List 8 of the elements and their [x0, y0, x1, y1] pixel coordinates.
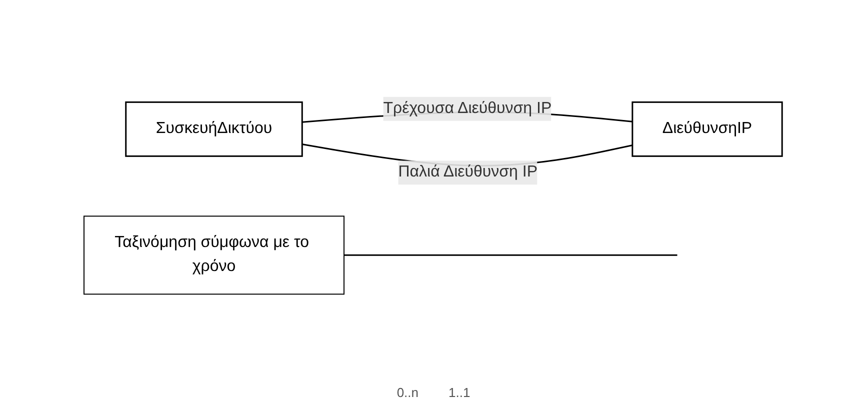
- node-box: ΔιεύθυνσηIP: [632, 101, 784, 157]
- connector: [344, 254, 678, 256]
- edge-label: Τρέχουσα Διεύθυνση IP: [384, 100, 552, 117]
- multiplicity-label: 1..1: [448, 385, 470, 400]
- node-box: ΣυσκευήΔικτύου: [126, 101, 304, 157]
- edge-label: Παλιά Διεύθυνση IP: [398, 164, 538, 181]
- node-box: Ταξινόμηση σύμφωνα με το χρόνο: [84, 216, 345, 295]
- multiplicity-label: 0..n: [396, 385, 418, 400]
